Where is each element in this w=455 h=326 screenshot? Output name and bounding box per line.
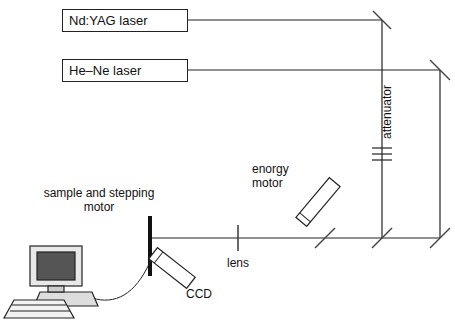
component-label: CCD: [186, 287, 226, 301]
component-label: sample and stepping motor: [30, 186, 168, 214]
laser-beam: [188, 69, 440, 70]
laser-name: Nd:YAG laser: [69, 13, 148, 28]
component-label: lens: [227, 256, 267, 270]
computer-icon: [4, 246, 98, 318]
component-label: enorgy motor: [252, 162, 304, 190]
laser-beam: [152, 237, 440, 238]
laser-box: He–Ne laser: [62, 59, 188, 82]
attenuator-plate: [372, 159, 392, 160]
mirror: [373, 11, 391, 29]
component-label: attenuator: [380, 85, 394, 139]
mirror: [430, 60, 450, 80]
cable: [92, 262, 150, 300]
laser-name: He–Ne laser: [69, 63, 141, 78]
laser-beam: [439, 70, 440, 238]
laser-box: Nd:YAG laser: [62, 9, 188, 32]
lens-symbol: [237, 225, 239, 251]
laser-beam: [188, 19, 382, 20]
ccd-camera: [149, 248, 195, 289]
energy-meter: [296, 178, 340, 227]
beam-splitter: [315, 228, 335, 248]
mirror: [430, 228, 450, 248]
attenuator-plate: [372, 153, 392, 154]
mirror: [372, 228, 392, 248]
sample-plate: [148, 216, 152, 276]
attenuator-plate: [372, 147, 392, 148]
